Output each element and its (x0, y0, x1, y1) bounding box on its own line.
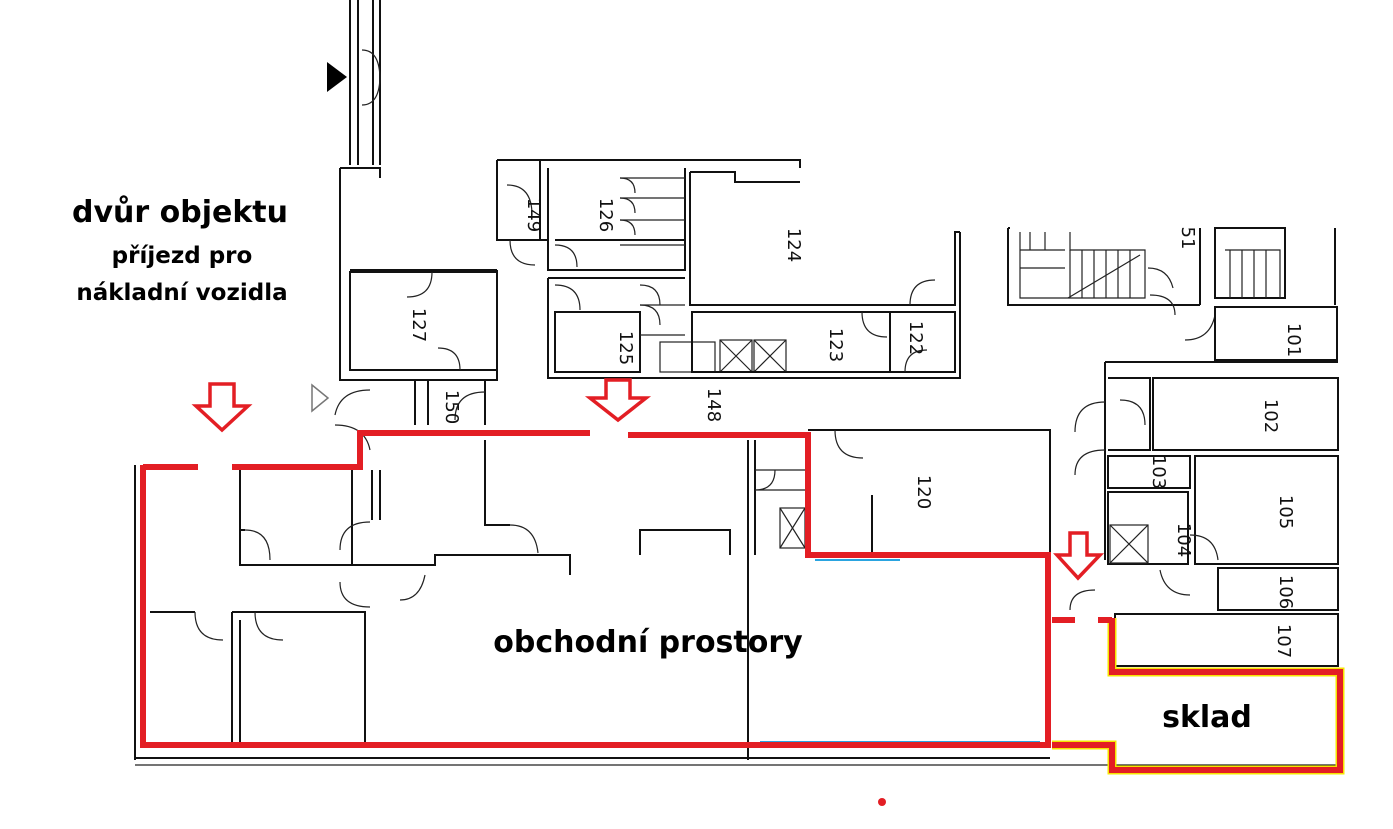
room-label: 148 (703, 388, 724, 422)
room-label: 51 (1177, 227, 1198, 250)
north-triangle-icon (311, 383, 330, 413)
room-label: 105 (1275, 495, 1296, 529)
marker-dot (878, 798, 886, 806)
room-label: 126 (595, 198, 616, 232)
room-label: 149 (523, 198, 544, 232)
courtyard-label: dvůr objektu (72, 194, 288, 230)
room-label: 107 (1273, 624, 1294, 658)
room-label: 125 (615, 331, 636, 365)
room-label: 124 (783, 228, 804, 262)
room-label: 101 (1283, 323, 1304, 357)
entrance-arrow-icon (191, 382, 253, 433)
entrance-arrow-icon (584, 378, 652, 423)
room-label: 120 (913, 475, 934, 509)
walls (134, 0, 1340, 766)
room-label: 122 (905, 321, 926, 355)
room-label: 104 (1173, 523, 1194, 557)
retail-boundary (140, 430, 1051, 748)
room-label: 127 (408, 308, 429, 342)
room-label: 123 (825, 328, 846, 362)
room-label: 102 (1260, 399, 1281, 433)
room-numbers: 149 126 124 51 127 125 123 122 101 150 1… (408, 198, 1304, 658)
storage-boundary (1052, 617, 1345, 775)
truck-access-label: příjezd pro (112, 243, 253, 269)
retail-area-label: obchodní prostory (493, 625, 803, 660)
north-triangle-icon (327, 62, 347, 92)
room-label: 106 (1275, 575, 1296, 609)
storage-area-label: sklad (1162, 700, 1252, 735)
door-arrow-icon (1053, 531, 1105, 581)
room-label: 103 (1148, 455, 1169, 489)
room-label: 150 (441, 390, 462, 424)
truck-access-label: nákladní vozidla (76, 280, 287, 306)
